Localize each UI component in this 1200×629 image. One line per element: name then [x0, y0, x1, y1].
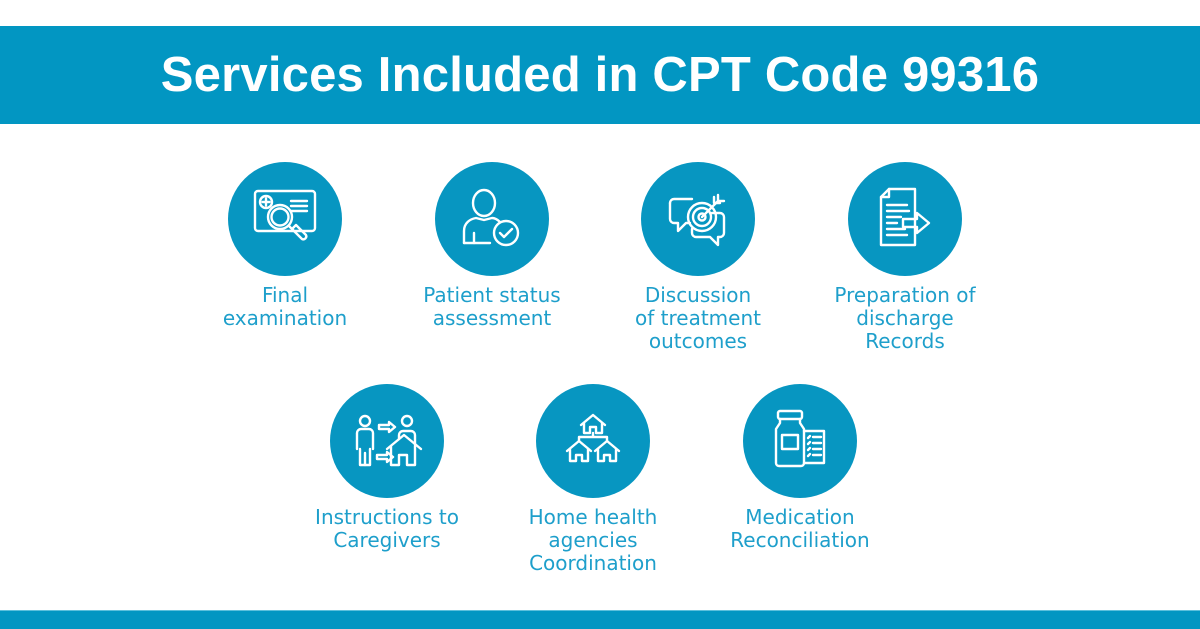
service-label: Home health agencies Coordination	[528, 505, 658, 575]
service-label: Patient status assessment	[423, 283, 561, 330]
page-title: Services Included in CPT Code 99316	[160, 48, 1040, 102]
houses-network-icon	[565, 413, 621, 463]
caregiver-home-icon	[355, 414, 423, 467]
service-icon-circle	[435, 162, 549, 276]
medicine-checklist-icon	[774, 409, 826, 468]
service-instructions-caregivers: Instructions to Caregivers	[287, 384, 487, 552]
service-label: Discussion of treatment outcomes	[635, 283, 761, 353]
user-check-icon	[462, 188, 520, 247]
service-icon-circle	[228, 162, 342, 276]
top-margin	[0, 0, 1200, 26]
service-medication-reconciliation: Medication Reconciliation	[700, 384, 900, 552]
magnifier-document-icon	[253, 189, 317, 241]
service-home-health-coordination: Home health agencies Coordination	[493, 384, 693, 575]
document-export-icon	[879, 187, 931, 247]
service-icon-circle	[330, 384, 444, 498]
service-label: Preparation of discharge Records	[834, 283, 976, 353]
service-final-examination: Final examination	[185, 162, 385, 330]
service-preparation-discharge-records: Preparation of discharge Records	[805, 162, 1005, 353]
service-label: Final examination	[222, 283, 348, 330]
service-icon-circle	[536, 384, 650, 498]
service-patient-status-assessment: Patient status assessment	[392, 162, 592, 330]
footer-bar	[0, 610, 1200, 629]
service-icon-circle	[641, 162, 755, 276]
chat-target-icon	[668, 193, 726, 247]
title-banner: Services Included in CPT Code 99316	[0, 26, 1200, 124]
service-icon-circle	[743, 384, 857, 498]
service-label: Medication Reconciliation	[730, 505, 870, 552]
service-icon-circle	[848, 162, 962, 276]
service-discussion-treatment-outcomes: Discussion of treatment outcomes	[598, 162, 798, 353]
service-label: Instructions to Caregivers	[315, 505, 459, 552]
